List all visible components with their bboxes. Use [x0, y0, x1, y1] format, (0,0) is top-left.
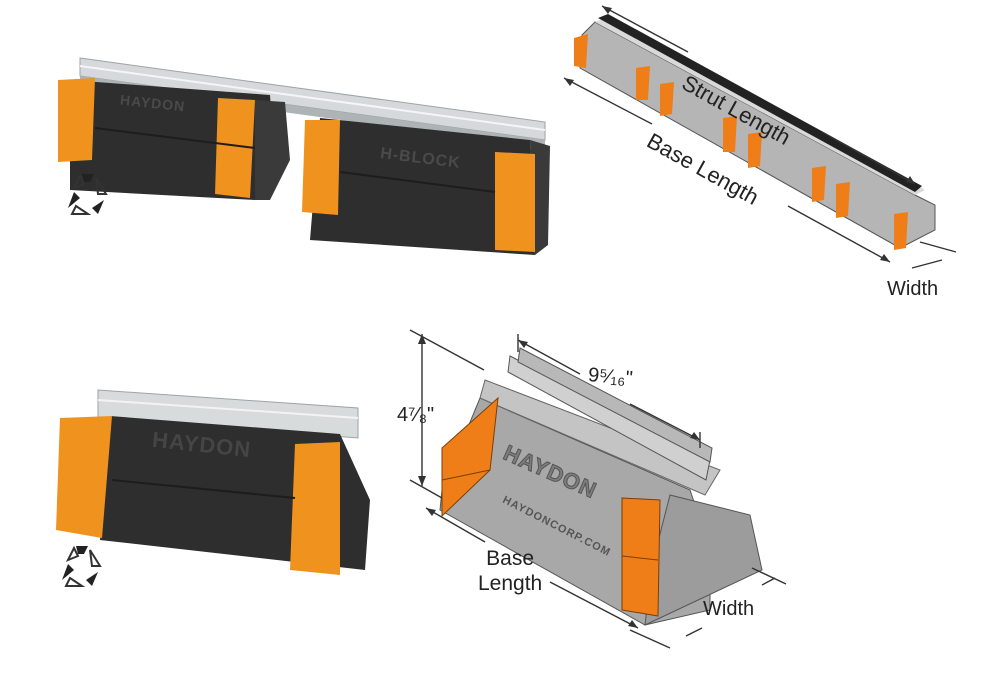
diagram-single-base: HAYDON HAYDONCORP.COM [390, 320, 810, 660]
recycle-icon [62, 168, 114, 220]
label-base-line2: Length [478, 572, 543, 595]
label-width: Width [703, 598, 755, 620]
two-block-illustration [58, 57, 550, 255]
label-base-length: Base Length [478, 546, 542, 596]
photo-two-block-assembly: HAYDON H-BLOCK [40, 40, 560, 280]
diagram-long-base [560, 0, 980, 310]
long-base-illustration [563, 5, 957, 269]
single-block-illustration [56, 389, 370, 575]
photo-single-block: HAYDON [40, 370, 400, 600]
single-base-illustration [409, 329, 787, 649]
label-width: Width [887, 278, 939, 300]
label-base-line1: Base [486, 547, 535, 570]
label-height-value: 4⁷⁄₈" [397, 404, 435, 426]
label-strut-length-value: 9⁵⁄₁₆" [587, 364, 634, 390]
recycle-icon [56, 540, 108, 592]
